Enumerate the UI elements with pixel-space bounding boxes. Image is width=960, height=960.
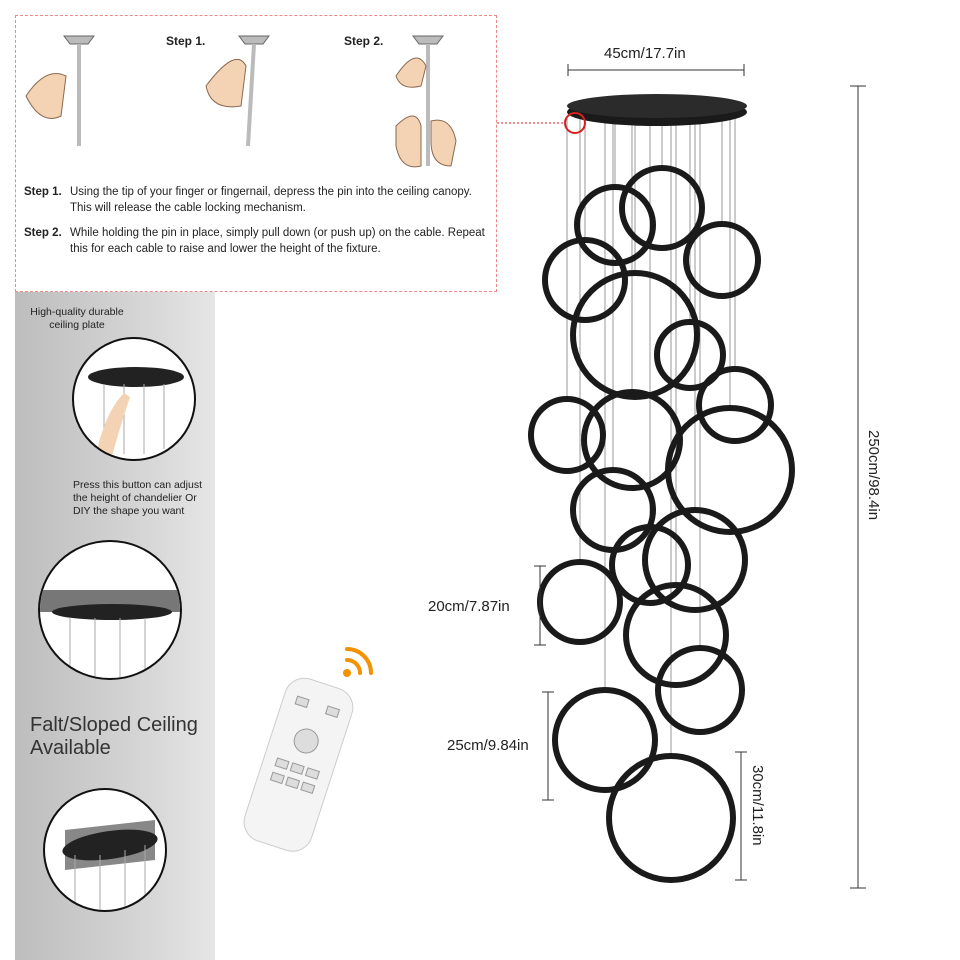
led-ring [528, 396, 606, 474]
large-ring-dimension: 30cm/11.8in [749, 765, 766, 846]
led-ring [570, 270, 700, 400]
sloped-plate-detail [43, 788, 167, 912]
ceiling-plate-detail [72, 337, 196, 461]
remote-control [243, 677, 354, 852]
led-ring [683, 221, 761, 299]
led-ring [542, 237, 628, 323]
wifi-icon [343, 647, 373, 677]
led-ring [552, 687, 658, 793]
sloped-caption: Falt/Sloped Ceiling Available [30, 714, 198, 759]
step2-header: Step 2. [344, 34, 384, 48]
led-ring [655, 645, 745, 735]
step2-label: Step 2. [24, 227, 62, 239]
led-ring [619, 165, 705, 251]
led-ring [654, 319, 726, 391]
button-caption: Press this button can adjust the height … [73, 479, 202, 517]
led-ring [581, 389, 683, 491]
led-ring [642, 507, 748, 613]
step1-header: Step 1. [166, 34, 206, 48]
step-illustrations [25, 35, 457, 168]
led-ring [665, 405, 795, 535]
instruction-box: Step 1. Step 2. Step 1. Using the tip of … [15, 15, 497, 292]
dimension-lines [534, 64, 866, 889]
led-ring [609, 524, 691, 606]
led-ring [606, 753, 736, 883]
small-ring-dimension: 20cm/7.87in [428, 598, 510, 615]
height-dimension: 250cm/98.4in [865, 430, 882, 521]
led-ring [696, 366, 774, 444]
chandelier [497, 94, 795, 883]
step1-text: Using the tip of your finger or fingerna… [70, 186, 472, 214]
step1-label: Step 1. [24, 186, 62, 198]
medium-ring-dimension: 25cm/9.84in [447, 737, 529, 754]
sloped-ceiling-detail [38, 540, 182, 680]
led-ring [623, 582, 729, 688]
width-dimension: 45cm/17.7in [604, 45, 686, 62]
led-ring [537, 559, 623, 645]
height-adjust-pin-highlight [564, 112, 586, 134]
led-ring [574, 184, 656, 266]
step2-text: While holding the pin in place, simply p… [70, 227, 485, 255]
plate-caption: High-quality durable ceiling plate [30, 306, 124, 331]
